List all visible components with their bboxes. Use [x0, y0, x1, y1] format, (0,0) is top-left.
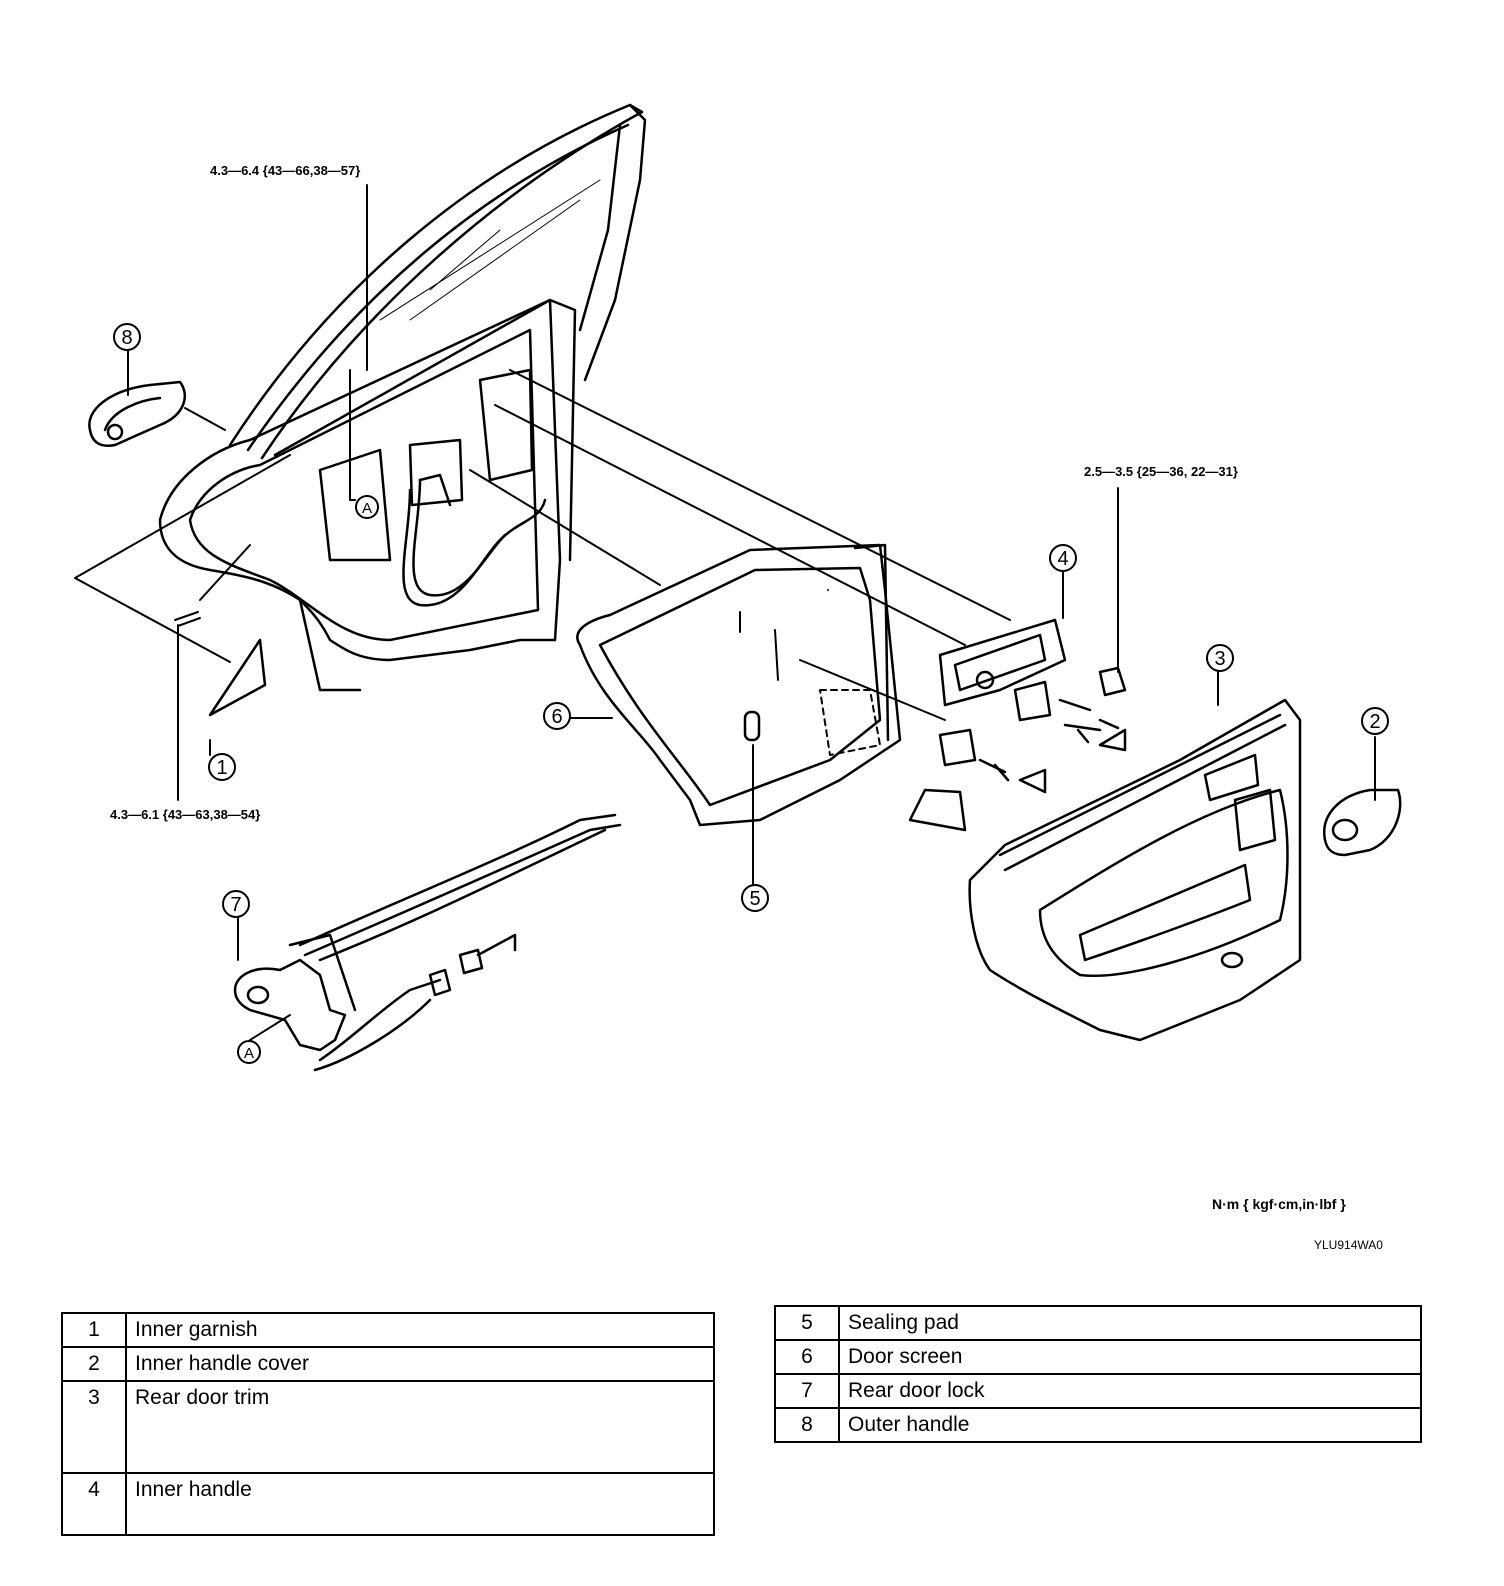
svg-text:5: 5: [749, 888, 760, 910]
part-name: Rear door lock: [838, 1373, 1422, 1409]
units-note: N·m { kgf·cm,in·lbf }: [1212, 1196, 1346, 1212]
leader-lines: [74, 184, 1376, 1041]
torque-spec-right: 2.5—3.5 {25—36, 22—31}: [1084, 464, 1238, 479]
sealing-pad-part: [743, 710, 761, 742]
torque-spec-top: 4.3—6.4 {43—66,38—57}: [210, 163, 360, 178]
table-row: 4 Inner handle: [61, 1472, 715, 1536]
detail-marker-a-door: A: [355, 495, 379, 519]
svg-text:1: 1: [216, 757, 227, 779]
rear-door-lock-part: [233, 813, 622, 1072]
callout-2: 2: [1361, 707, 1389, 735]
svg-text:A: A: [244, 1045, 254, 1062]
table-row: 8 Outer handle: [774, 1407, 1422, 1443]
detail-marker-a-lock: A: [237, 1040, 261, 1064]
part-number: 2: [61, 1346, 127, 1382]
svg-text:3: 3: [1214, 648, 1225, 670]
table-row: 6 Door screen: [774, 1339, 1422, 1375]
figure-code: YLU914WA0: [1314, 1238, 1383, 1252]
svg-text:7: 7: [230, 894, 241, 916]
part-name: Outer handle: [838, 1407, 1422, 1443]
part-number: 5: [774, 1305, 840, 1341]
table-row: 7 Rear door lock: [774, 1373, 1422, 1409]
outer-handle-part: [88, 380, 186, 447]
table-row: 1 Inner garnish: [61, 1312, 715, 1348]
callout-6: 6: [543, 702, 571, 730]
part-number: 7: [774, 1373, 840, 1409]
svg-text:2: 2: [1369, 711, 1380, 733]
table-row: 3 Rear door trim: [61, 1380, 715, 1474]
part-number: 3: [61, 1380, 127, 1474]
svg-text:4: 4: [1057, 548, 1068, 570]
table-row: 5 Sealing pad: [774, 1305, 1422, 1341]
svg-text:A: A: [362, 500, 372, 517]
callout-7: 7: [222, 890, 250, 918]
part-name: Door screen: [838, 1339, 1422, 1375]
parts-legend-left: 1 Inner garnish 2 Inner handle cover 3 R…: [61, 1312, 715, 1536]
callout-1: 1: [208, 753, 236, 781]
part-name: Inner handle: [125, 1472, 715, 1536]
door-frame: [228, 103, 647, 562]
part-number: 8: [774, 1407, 840, 1443]
callout-3: 3: [1206, 644, 1234, 672]
part-number: 1: [61, 1312, 127, 1348]
callout-8: 8: [113, 323, 141, 351]
door-screen-part: [576, 543, 902, 827]
inner-garnish-part: [208, 638, 267, 717]
parts-legend-right: 5 Sealing pad 6 Door screen 7 Rear door …: [774, 1305, 1422, 1443]
torque-spec-bottom-left: 4.3—6.1 {43—63,38—54}: [110, 807, 260, 822]
callout-4: 4: [1049, 544, 1077, 572]
inner-handle-part: [938, 618, 1127, 794]
part-number: 4: [61, 1472, 127, 1536]
door-inner-panel: [158, 298, 562, 692]
part-name: Inner garnish: [125, 1312, 715, 1348]
part-number: 6: [774, 1339, 840, 1375]
part-name: Inner handle cover: [125, 1346, 715, 1382]
callout-5: 5: [741, 884, 769, 912]
svg-text:6: 6: [551, 706, 562, 728]
part-name: Rear door trim: [125, 1380, 715, 1474]
rear-door-trim-part: [968, 698, 1302, 1042]
exploded-door-diagram: 4.3—6.4 {43—66,38—57} 2.5—3.5 {25—36, 22…: [74, 103, 1402, 1072]
table-row: 2 Inner handle cover: [61, 1346, 715, 1382]
part-name: Sealing pad: [838, 1305, 1422, 1341]
svg-text:8: 8: [121, 327, 132, 349]
dashed-window: [819, 689, 881, 756]
inner-handle-cover-part: [1322, 788, 1402, 857]
